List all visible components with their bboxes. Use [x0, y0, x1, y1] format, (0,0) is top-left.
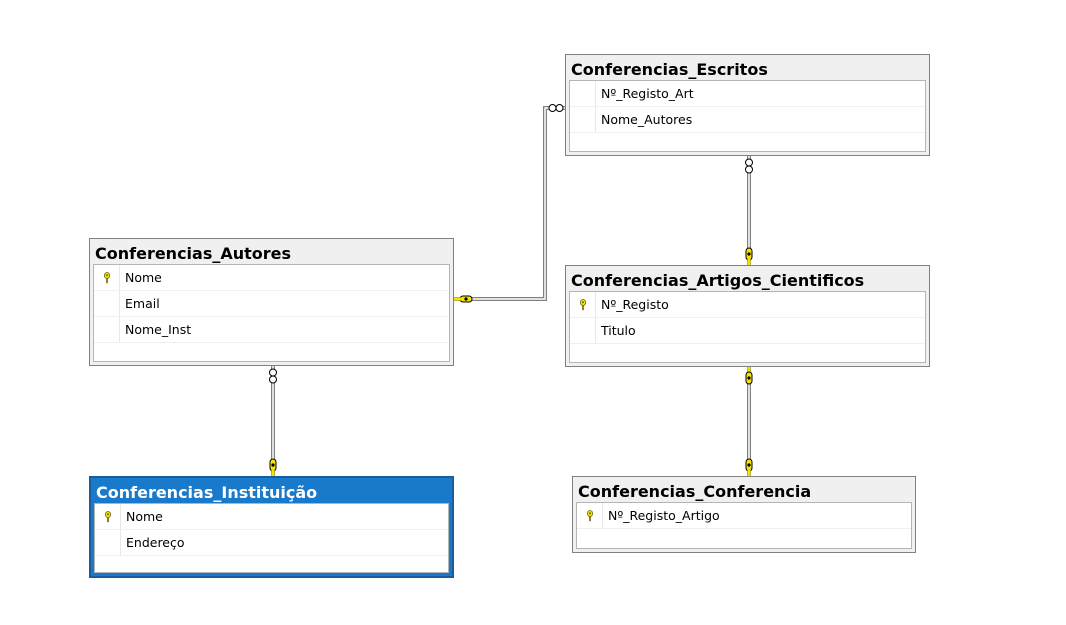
table-title: Conferencias_Conferencia [578, 482, 812, 501]
many-end-infinity-icon [548, 104, 564, 112]
table-title: Conferencias_Instituição [96, 483, 318, 502]
column-name: Nº_Registo_Art [601, 86, 694, 101]
relationship-artigos-conferencia[interactable] [745, 366, 753, 477]
many-end-infinity-icon [269, 368, 277, 384]
column-name: Titulo [601, 323, 636, 338]
row-selector[interactable] [570, 292, 596, 317]
column-row[interactable]: Nome_Inst [94, 317, 449, 343]
one-end-key-icon [745, 371, 753, 385]
table-conferencias-conferencia[interactable]: Conferencias_Conferencia Nº_Registo_Arti… [572, 476, 916, 553]
column-row[interactable]: Nome_Autores [570, 107, 925, 133]
column-name: Email [125, 296, 160, 311]
many-end-infinity-icon [745, 158, 753, 174]
row-selector[interactable] [95, 504, 121, 529]
column-name: Nome [125, 270, 162, 285]
table-title: Conferencias_Escritos [571, 60, 768, 79]
column-list: Nº_Registo_Artigo [576, 502, 912, 549]
key-icon [587, 510, 593, 522]
column-name: Endereço [126, 535, 185, 550]
column-row[interactable]: Email [94, 291, 449, 317]
column-row[interactable]: Nome [94, 265, 449, 291]
row-selector[interactable] [94, 265, 120, 290]
row-selector[interactable] [570, 107, 596, 132]
row-selector[interactable] [94, 291, 120, 316]
row-selector[interactable] [94, 317, 120, 342]
relationship-escritos-autores[interactable] [453, 104, 565, 303]
key-icon [104, 272, 110, 284]
relationship-escritos-artigos[interactable] [745, 155, 753, 265]
column-row[interactable]: Nome [95, 504, 448, 530]
column-name: Nome_Inst [125, 322, 192, 337]
key-icon [580, 299, 586, 311]
column-name: Nº_Registo_Artigo [608, 508, 720, 523]
table-title: Conferencias_Autores [95, 244, 292, 263]
key-icon [105, 511, 111, 523]
table-title: Conferencias_Artigos_Cientificos [571, 271, 865, 290]
column-name: Nº_Registo [601, 297, 669, 312]
column-row[interactable]: Endereço [95, 530, 448, 556]
column-row[interactable]: Nº_Registo [570, 292, 925, 318]
row-selector[interactable] [95, 530, 121, 555]
column-row[interactable]: Nº_Registo_Artigo [577, 503, 911, 529]
relationship-autores-instituicao[interactable] [269, 365, 277, 477]
column-row[interactable]: Titulo [570, 318, 925, 344]
row-selector[interactable] [570, 318, 596, 343]
column-name: Nome [126, 509, 163, 524]
row-selector[interactable] [577, 503, 603, 528]
table-conferencias-artigos-cientificos[interactable]: Conferencias_Artigos_Cientificos Nº_Regi… [565, 265, 930, 367]
column-row[interactable]: Nº_Registo_Art [570, 81, 925, 107]
column-name: Nome_Autores [601, 112, 693, 127]
row-selector[interactable] [570, 81, 596, 106]
